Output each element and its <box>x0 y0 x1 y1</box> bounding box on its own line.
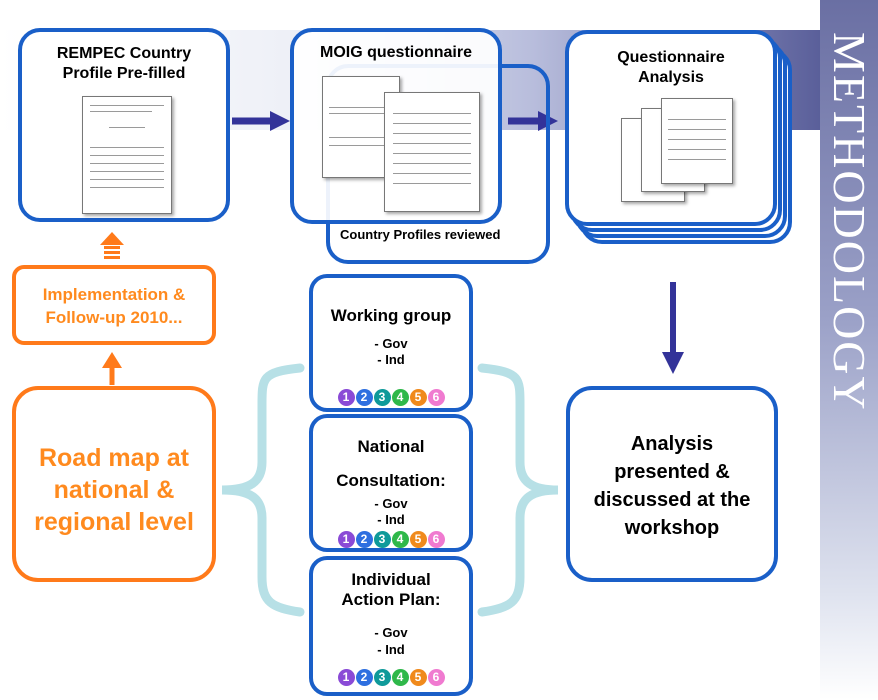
side-panel <box>820 0 878 700</box>
analysis-presented-box: Analysis presented & discussed at the wo… <box>566 386 778 582</box>
questionnaire-analysis-box: Questionnaire Analysis <box>565 30 777 226</box>
step-dot-1: 1 <box>337 389 355 406</box>
moig-questionnaire-box: MOIG questionnaire <box>290 28 502 224</box>
moig-title: MOIG questionnaire <box>319 44 472 61</box>
individual-title-line1: Individual <box>351 570 431 589</box>
arrow-analysis-to-presented <box>662 282 684 374</box>
national-item-ind: - Ind <box>377 512 405 527</box>
profile-document-thumbnail <box>82 96 172 214</box>
working-group-item-gov: - Gov <box>374 336 408 351</box>
step-dot-4: 4 <box>391 669 409 686</box>
individual-item-gov: - Gov <box>374 625 408 640</box>
step-dot-5: 5 <box>409 669 427 686</box>
presented-line4: workshop <box>624 517 720 539</box>
implementation-line1: Implementation & <box>42 285 186 304</box>
presented-line3: discussed at the <box>593 489 751 511</box>
step-dot-3: 3 <box>373 531 391 548</box>
roadmap-line2: national & <box>53 476 175 504</box>
step-dot-5: 5 <box>409 389 427 406</box>
rempec-title-line1: REMPEC Country <box>56 45 192 62</box>
national-item-gov: - Gov <box>374 496 408 511</box>
presented-line2: presented & <box>614 461 730 483</box>
implementation-line2: Follow-up 2010... <box>45 308 183 327</box>
rempec-title-line2: Profile Pre-filled <box>62 65 186 82</box>
step-dot-4: 4 <box>391 389 409 406</box>
roadmap-line3: regional level <box>34 508 194 536</box>
arrow-roadmap-to-implementation <box>102 352 122 385</box>
step-dot-3: 3 <box>373 669 391 686</box>
step-dot-1: 1 <box>337 531 355 548</box>
analysis-title-line1: Questionnaire <box>617 49 725 66</box>
roadmap-line1: Road map at <box>38 444 190 472</box>
individual-item-ind: - Ind <box>377 642 405 657</box>
step-dot-5: 5 <box>409 531 427 548</box>
national-title-line2: Consultation: <box>336 471 446 490</box>
step-dot-6: 6 <box>427 669 445 686</box>
analysis-title-line2: Analysis <box>638 69 704 86</box>
step-dot-6: 6 <box>427 389 445 406</box>
questionnaire-document <box>384 92 480 212</box>
left-brace <box>221 363 305 617</box>
implementation-box: Implementation & Follow-up 2010... <box>12 265 216 345</box>
step-dot-6: 6 <box>427 531 445 548</box>
step-dot-4: 4 <box>391 531 409 548</box>
working-group-item-ind: - Ind <box>377 352 405 367</box>
step-dot-2: 2 <box>355 389 373 406</box>
roadmap-box: Road map at national & regional level <box>12 386 216 582</box>
step-dot-1: 1 <box>337 669 355 686</box>
step-dot-2: 2 <box>355 669 373 686</box>
rempec-profile-box: REMPEC Country Profile Pre-filled <box>18 28 230 222</box>
working-group-title: Working group <box>330 306 452 325</box>
right-brace <box>477 363 559 617</box>
step-dot-2: 2 <box>355 531 373 548</box>
step-dot-3: 3 <box>373 389 391 406</box>
presented-line1: Analysis <box>630 433 714 455</box>
analysis-doc-3 <box>661 98 733 184</box>
arrow-rempec-to-moig <box>232 111 290 131</box>
arrow-implementation-to-rempec <box>100 232 124 259</box>
national-title-line1: National <box>357 437 425 456</box>
individual-title-line2: Action Plan: <box>341 590 441 609</box>
country-profiles-reviewed-label: Country Profiles reviewed <box>340 227 501 242</box>
